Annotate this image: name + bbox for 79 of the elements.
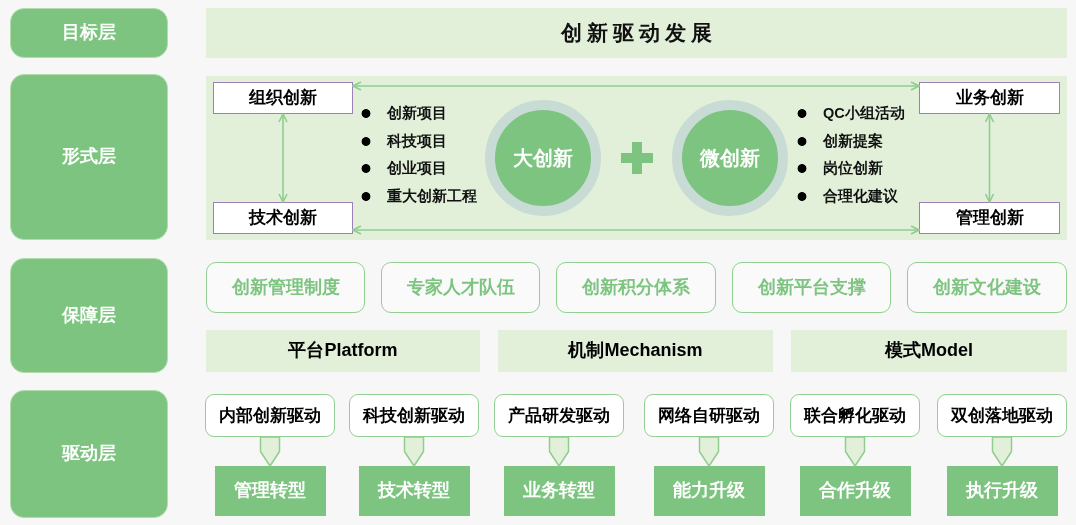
pillar-band: [498, 330, 773, 372]
outcome-box: [503, 466, 615, 516]
double-arrow: [352, 225, 920, 235]
layer-label: 目标层: [62, 22, 116, 44]
list-item: 创业项目: [360, 160, 447, 178]
layer-label: 驱动层: [62, 443, 116, 465]
pillar-label: 平台Platform: [288, 340, 398, 362]
category-box: [213, 202, 353, 234]
block-arrow: [548, 436, 570, 467]
block-arrow: [991, 436, 1013, 467]
layer-box: [10, 390, 168, 518]
double-arrow: [278, 113, 288, 203]
driver-label: 科技创新驱动: [363, 405, 465, 426]
list-item: 创新提案: [796, 132, 883, 150]
category-label: 组织创新: [249, 87, 317, 109]
circle-label: 大创新: [513, 146, 573, 170]
support-box: [381, 262, 540, 313]
support-box: [907, 262, 1067, 313]
list-item: 创新项目: [360, 105, 447, 123]
list-item: 岗位创新: [796, 160, 883, 178]
driver-label: 双创落地驱动: [951, 405, 1053, 426]
double-arrow: [984, 113, 995, 203]
category-box: [213, 82, 353, 114]
category-label: 管理创新: [955, 207, 1024, 229]
outcome-label: 能力升级: [673, 480, 745, 502]
support-box: [206, 262, 365, 313]
support-label: 创新平台支撑: [757, 276, 866, 299]
form-panel: [206, 76, 1067, 240]
outcome-box: [214, 466, 326, 516]
layer-box: [10, 8, 168, 58]
banner-title: 创新驱动发展: [559, 20, 717, 46]
outcome-box: [946, 466, 1058, 516]
double-arrow: [352, 81, 920, 91]
outcome-label: 管理转型: [234, 480, 306, 502]
category-box: [919, 82, 1060, 114]
list-item: 重大创新工程: [360, 187, 477, 205]
support-box: [732, 262, 891, 313]
driver-box: [494, 394, 624, 437]
outcome-box: [358, 466, 470, 516]
list-item: 科技项目: [360, 132, 447, 150]
driver-box: [349, 394, 479, 437]
outcome-label: 合作升级: [819, 480, 891, 502]
outcome-label: 执行升级: [966, 480, 1038, 502]
layer-box: [10, 74, 168, 240]
outcome-box: [799, 466, 911, 516]
pillar-band: [791, 330, 1067, 372]
driver-box: [205, 394, 335, 437]
outcome-label: 技术转型: [378, 480, 450, 502]
category-label: 技术创新: [249, 207, 317, 229]
block-arrow: [844, 436, 866, 467]
block-arrow: [698, 436, 720, 467]
layer-label: 形式层: [62, 146, 116, 168]
category-label: 业务创新: [955, 87, 1024, 109]
outcome-box: [653, 466, 765, 516]
pillar-band: [206, 330, 480, 372]
support-label: 专家人才队伍: [406, 276, 515, 299]
driver-label: 内部创新驱动: [219, 405, 321, 426]
driver-label: 产品研发驱动: [508, 405, 610, 426]
driver-box: [790, 394, 920, 437]
support-label: 创新管理制度: [231, 276, 340, 299]
block-arrow: [259, 436, 281, 467]
circle-label: 微创新: [700, 146, 760, 170]
driver-box: [644, 394, 774, 437]
category-box: [919, 202, 1060, 234]
driver-box: [937, 394, 1067, 437]
driver-label: 网络自研驱动: [658, 405, 760, 426]
support-label: 创新积分体系: [582, 276, 690, 299]
layer-box: [10, 258, 168, 373]
outcome-label: 业务转型: [523, 480, 595, 502]
list-item: QC小组活动: [796, 105, 905, 123]
support-box: [556, 262, 716, 313]
pillar-label: 模式Model: [885, 340, 973, 362]
list-item: 合理化建议: [796, 187, 898, 205]
driver-label: 联合孵化驱动: [804, 405, 906, 426]
pillar-label: 机制Mechanism: [568, 340, 703, 362]
block-arrow: [403, 436, 425, 467]
goal-banner: [206, 8, 1067, 58]
layer-label: 保障层: [62, 304, 116, 327]
support-label: 创新文化建设: [933, 276, 1041, 299]
